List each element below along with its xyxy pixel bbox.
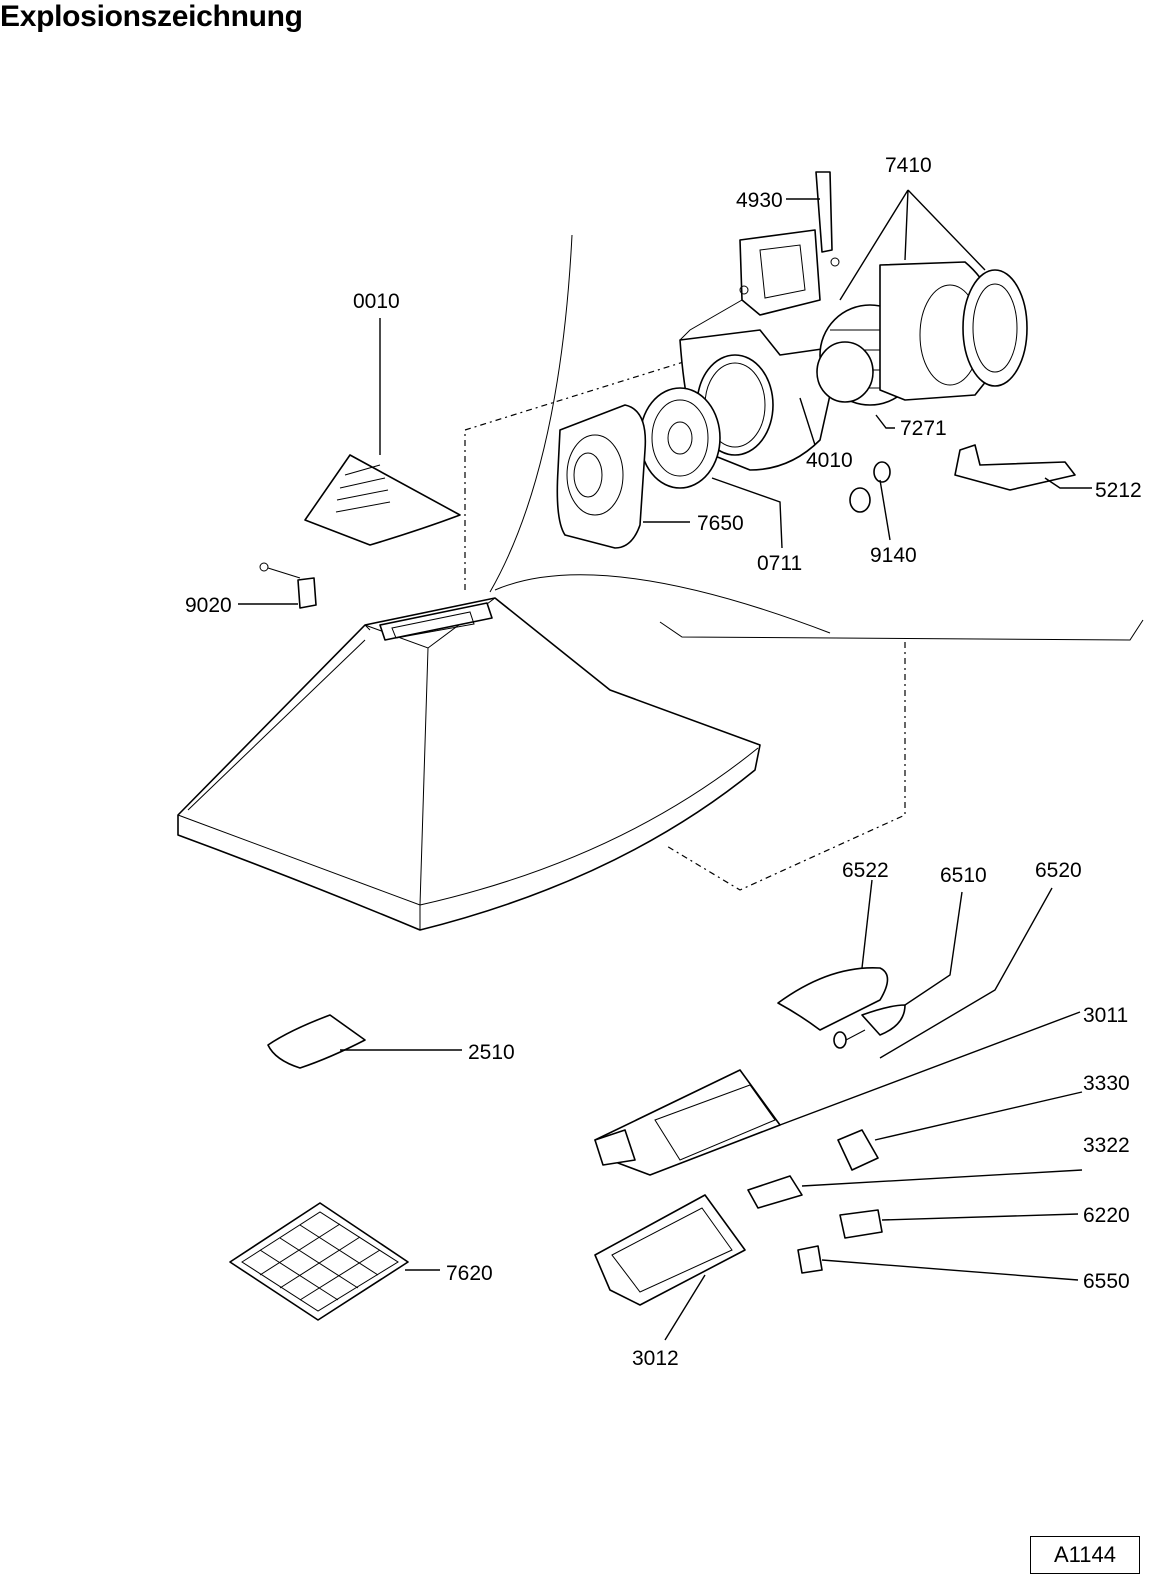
carbon-filter: [229, 1202, 409, 1321]
control-panel-housing: [594, 1069, 781, 1176]
label-7650: 7650: [697, 512, 744, 535]
retaining-clip: [259, 562, 317, 609]
document-code-badge: A1144: [1030, 1536, 1140, 1574]
leader-lines: [238, 189, 1092, 1341]
label-7271: 7271: [900, 417, 947, 440]
label-6550: 6550: [1083, 1270, 1130, 1293]
switch-button-small: [747, 1175, 803, 1209]
lamp-panel: [267, 1014, 366, 1069]
label-3012: 3012: [632, 1347, 679, 1370]
part-number-labels: 4930 7410 0010 7271 4010 5212 7650 0711 …: [185, 154, 1142, 1370]
label-7410: 7410: [885, 154, 932, 177]
label-5212: 5212: [1095, 479, 1142, 502]
label-3322: 3322: [1083, 1134, 1130, 1157]
control-base-tray: [594, 1194, 746, 1306]
grease-filter-frame: [556, 404, 647, 549]
blower-cover: [879, 261, 1028, 401]
vent-cover: [304, 454, 461, 546]
label-9020: 9020: [185, 594, 232, 617]
label-4930: 4930: [736, 189, 783, 212]
label-6520: 6520: [1035, 859, 1082, 882]
label-4010: 4010: [806, 449, 853, 472]
fan-grille: [639, 387, 721, 489]
label-3011: 3011: [1083, 1004, 1128, 1027]
rocker-switch: [839, 1209, 883, 1239]
label-9140: 9140: [870, 544, 917, 567]
push-switch: [797, 1245, 823, 1274]
label-7620: 7620: [446, 1262, 493, 1285]
label-6510: 6510: [940, 864, 987, 887]
label-0711: 0711: [757, 552, 802, 575]
label-6522: 6522: [842, 859, 889, 882]
label-3330: 3330: [1083, 1072, 1130, 1095]
label-6220: 6220: [1083, 1204, 1130, 1227]
mounting-bracket: [815, 171, 833, 253]
hood-body: [177, 597, 761, 931]
lamp-bulb-socket: [833, 1004, 906, 1049]
page-title: Explosionszeichnung: [0, 0, 303, 33]
lamp-cover: [777, 966, 889, 1031]
control-bracket: [954, 444, 1076, 491]
duct-guide-lines: [464, 234, 1144, 891]
cable-grommets: [849, 461, 891, 513]
label-2510: 2510: [468, 1041, 515, 1064]
switch-button-large: [837, 1129, 879, 1171]
label-0010: 0010: [353, 290, 400, 313]
